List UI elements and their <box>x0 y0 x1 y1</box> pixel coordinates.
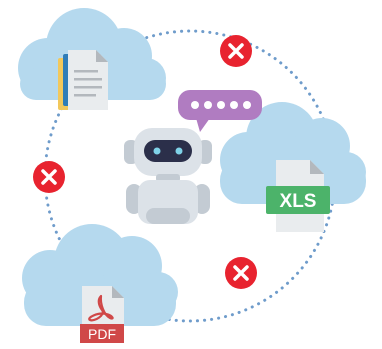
xls-label: XLS <box>280 191 317 212</box>
acrobat-icon <box>88 294 114 322</box>
robot-left-eye <box>153 147 161 155</box>
pdf-label: PDF <box>88 326 116 342</box>
pdf-file-icon: PDF <box>80 286 124 343</box>
error-marker-bottom <box>225 257 257 289</box>
error-marker-top <box>220 35 252 67</box>
typing-bubble-icon <box>178 90 262 132</box>
robot-icon <box>124 128 212 224</box>
error-marker-left <box>33 161 65 193</box>
xls-file-icon: XLS <box>266 160 330 232</box>
robot-right-eye <box>175 147 183 155</box>
document-stack-icon <box>58 50 108 110</box>
